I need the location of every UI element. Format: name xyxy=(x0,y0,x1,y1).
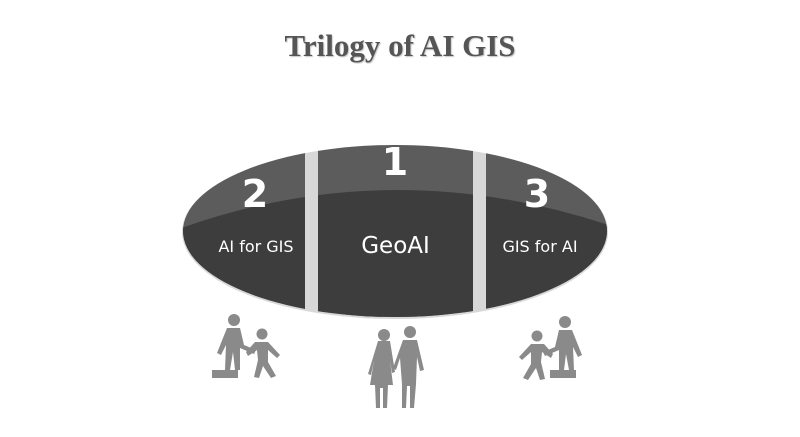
diagram-title: Trilogy of AI GIS xyxy=(284,28,516,63)
segment-label-right: GIS for AI xyxy=(502,237,578,256)
segment-number-left: 2 xyxy=(241,172,269,216)
helping-hand-right-icon xyxy=(519,316,582,380)
segment-label-left: AI for GIS xyxy=(218,237,294,256)
segment-left xyxy=(183,145,305,317)
segment-number-right: 3 xyxy=(523,172,551,216)
segment-number-center: 1 xyxy=(381,140,409,184)
segment-center xyxy=(318,145,473,317)
helping-hand-left-icon xyxy=(212,314,280,378)
segment-right xyxy=(486,145,607,317)
couple-walking-icon xyxy=(368,326,424,408)
segment-label-center: GeoAI xyxy=(361,233,430,259)
